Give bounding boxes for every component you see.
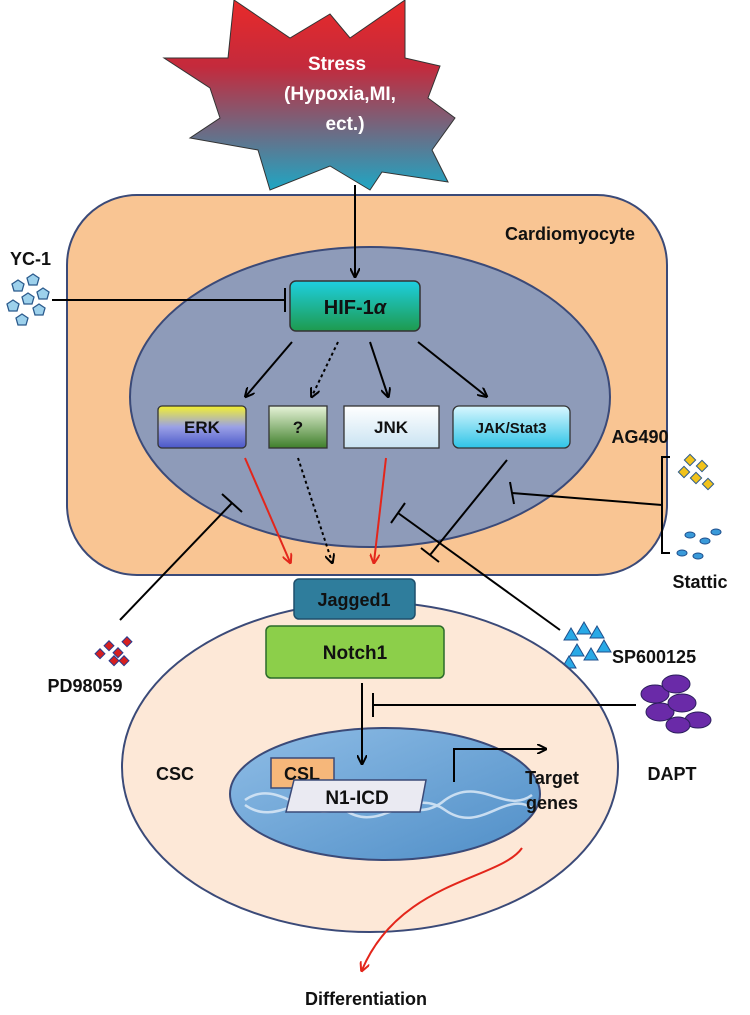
dapt-label: DAPT xyxy=(648,764,697,784)
inhibit-sp600125-jnk xyxy=(397,512,561,631)
jnk-label: JNK xyxy=(374,418,409,437)
arrow-jnk-to-jagged1 xyxy=(374,457,387,562)
yc1-compound-icon xyxy=(6,273,50,326)
yc1-label: YC-1 xyxy=(10,249,51,269)
jak-stat3-box xyxy=(452,405,571,449)
pd98059-compound-icon xyxy=(94,636,133,667)
stress-line2: (Hypoxia,MI, xyxy=(284,84,396,105)
stress-title: Stress xyxy=(308,54,366,75)
sp600125-compound-icon xyxy=(561,621,612,669)
arrow-erk-to-jagged1 xyxy=(244,457,290,562)
inhibit-jak-to-jagged1-bar xyxy=(420,547,440,563)
stress-line3: ect.) xyxy=(325,114,364,135)
ag490-label: AG490 xyxy=(611,427,668,447)
arrow-hif-to-jak xyxy=(417,341,486,396)
n1icd-label: N1-ICD xyxy=(325,788,388,809)
inhibit-ag490-stattic-jak xyxy=(511,492,663,506)
arrow-hif-to-erk xyxy=(246,341,293,396)
inhibit-pd98059-erk xyxy=(119,502,233,621)
notch1-label: Notch1 xyxy=(323,643,388,664)
ag490-compound-icon xyxy=(677,453,715,491)
n1icd-box xyxy=(285,779,427,813)
inhibit-pd98059-bar xyxy=(221,493,243,513)
stress-burst xyxy=(162,0,456,191)
jagged1-label: Jagged1 xyxy=(317,590,390,610)
arrow-hif-to-unknown xyxy=(312,341,339,396)
arrow-unknown-to-jagged1 xyxy=(297,457,332,562)
unknown-pathway-box xyxy=(268,405,328,449)
notch1-box xyxy=(265,625,445,679)
target-genes-line2: genes xyxy=(526,793,578,813)
sp600125-label: SP600125 xyxy=(612,647,696,667)
unknown-pathway-label: ? xyxy=(293,418,303,437)
csl-label: CSL xyxy=(284,764,320,784)
inhibit-ag490-stattic-bar xyxy=(509,481,515,505)
hif1a-label: HIF-1α xyxy=(324,297,388,319)
inhibit-sp600125-bar xyxy=(390,502,406,524)
stattic-compound-icon xyxy=(676,528,722,560)
differentiation-label: Differentiation xyxy=(305,989,427,1009)
target-genes-line1: Target xyxy=(525,768,579,788)
transcription-arrow xyxy=(453,749,545,782)
jagged1-box xyxy=(293,578,416,620)
inhibit-jak-to-jagged1 xyxy=(429,459,508,556)
dapt-compound-icon xyxy=(640,674,712,734)
arrow-hif-to-jnk xyxy=(369,341,388,396)
erk-box xyxy=(157,405,247,449)
hif1a-box xyxy=(289,280,421,332)
stattic-label: Stattic xyxy=(672,572,727,592)
arrow-to-differentiation xyxy=(362,847,523,970)
csc-label: CSC xyxy=(156,764,194,784)
pd98059-label: PD98059 xyxy=(47,676,122,696)
jak-stat3-label: JAK/Stat3 xyxy=(476,420,547,437)
erk-label: ERK xyxy=(184,418,221,437)
cardiomyocyte-label: Cardiomyocyte xyxy=(505,224,635,244)
jnk-box xyxy=(343,405,440,449)
